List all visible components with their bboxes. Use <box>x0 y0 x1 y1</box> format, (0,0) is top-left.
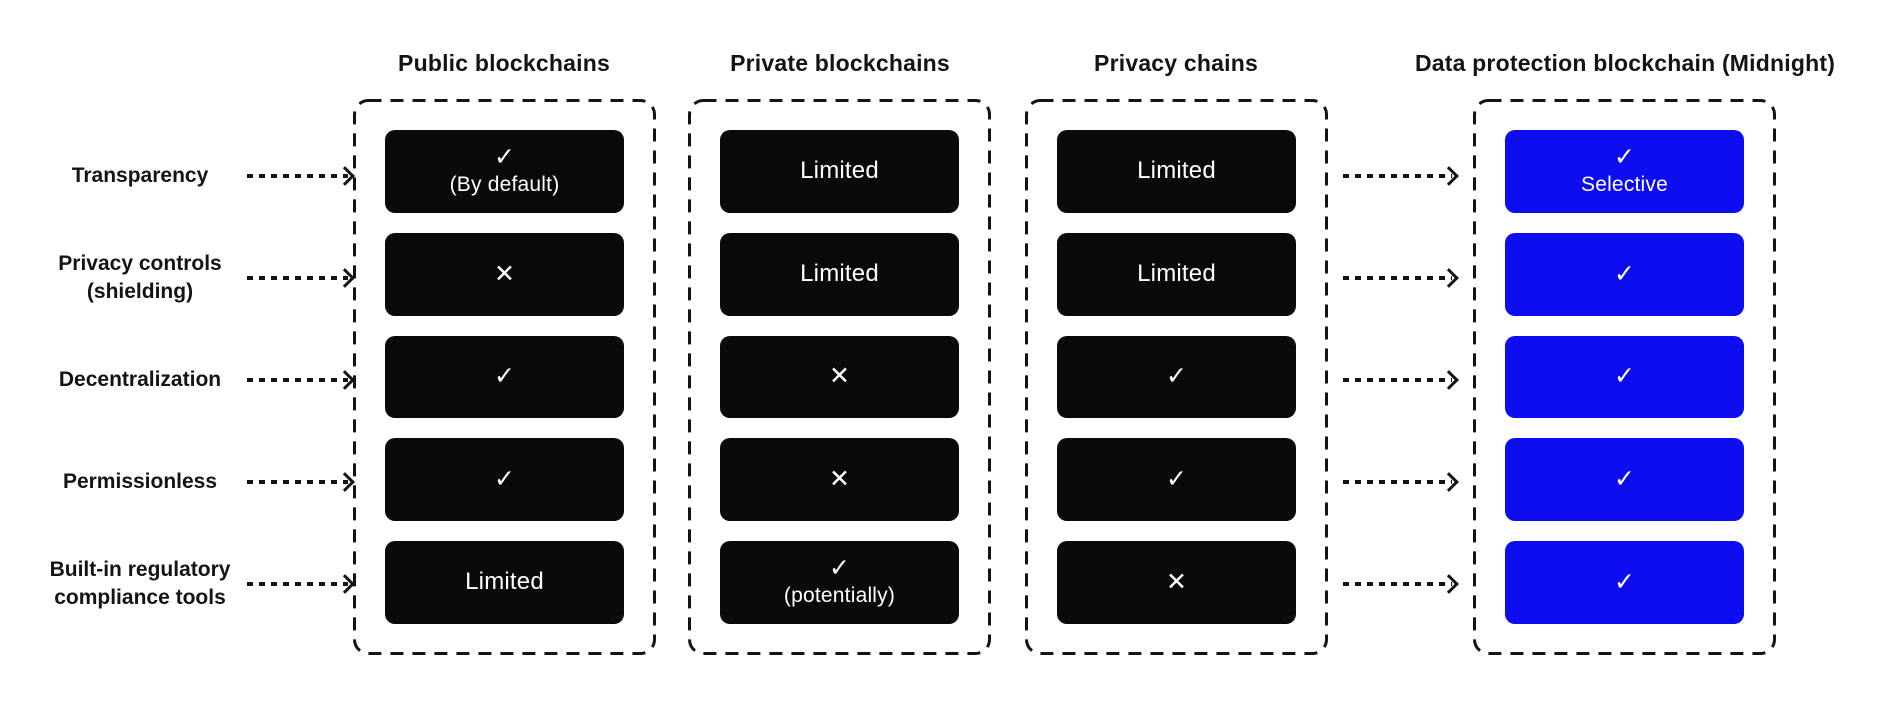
row-label-compliance-tools: Built-in regulatory compliance tools <box>49 558 231 609</box>
matrix-cell: Limited <box>1057 130 1296 213</box>
matrix-cell: Limited <box>720 130 959 213</box>
arrow-right-icon <box>335 472 355 492</box>
matrix-cell: ✓ <box>1505 232 1744 316</box>
cross-icon: ✕ <box>494 259 515 288</box>
arrow-right-icon <box>1439 166 1459 186</box>
dashed-arrow <box>1343 471 1459 493</box>
dashed-arrow <box>1343 573 1459 595</box>
dashed-line <box>1343 582 1452 586</box>
check-icon: ✓ <box>494 465 515 494</box>
matrix-cell: Limited <box>385 541 624 624</box>
matrix-cell: ✕ <box>720 335 959 419</box>
dashed-line <box>1343 378 1452 382</box>
column-box-public: ✓(By default) ✕ ✓ ✓ Limited <box>353 99 656 655</box>
matrix-cell: Limited <box>720 232 959 316</box>
check-icon: ✓ <box>1614 362 1635 391</box>
arrow-right-icon <box>335 574 355 594</box>
cell-label: Limited <box>465 568 544 596</box>
matrix-cell: ✓ <box>385 335 624 419</box>
dashed-line <box>1343 480 1452 484</box>
dashed-line <box>247 174 348 178</box>
dashed-line <box>247 480 348 484</box>
arrow-right-icon <box>335 268 355 288</box>
row-label-permissionless: Permissionless <box>62 470 218 494</box>
dashed-line <box>1343 174 1452 178</box>
check-icon: ✓ <box>1166 465 1187 494</box>
dashed-arrow <box>247 573 355 595</box>
dashed-arrow <box>247 369 355 391</box>
cell-label: (potentially) <box>783 584 896 608</box>
arrow-right-icon <box>1439 574 1459 594</box>
cross-icon: ✕ <box>829 465 850 494</box>
check-icon: ✓ <box>494 362 515 391</box>
dashed-line <box>247 582 348 586</box>
check-icon: ✓ <box>1166 362 1187 391</box>
cell-label: Limited <box>1137 157 1216 184</box>
column-box-midnight: ✓Selective ✓ ✓ ✓ ✓ <box>1473 99 1776 655</box>
arrow-right-icon <box>1439 370 1459 390</box>
cell-label: Limited <box>800 259 879 287</box>
column-title-privacy-chains: Privacy chains <box>1094 50 1258 76</box>
matrix-cell: ✓ <box>1057 335 1296 419</box>
matrix-cell: ✓ <box>385 438 624 522</box>
dashed-arrow <box>247 165 355 187</box>
row-label-decentralization: Decentralization <box>58 368 222 392</box>
check-icon: ✓ <box>1614 259 1635 288</box>
column-title-public: Public blockchains <box>398 50 610 76</box>
cell-label: (By default) <box>449 173 560 197</box>
cross-icon: ✕ <box>1166 568 1187 597</box>
dashed-arrow <box>1343 369 1459 391</box>
dashed-line <box>247 276 348 280</box>
check-icon: ✓ <box>829 554 850 583</box>
matrix-cell: Limited <box>1057 232 1296 316</box>
check-icon: ✓ <box>494 143 515 172</box>
matrix-cell: ✓ <box>1505 541 1744 624</box>
column-title-midnight: Data protection blockchain (Midnight) <box>1414 50 1836 76</box>
cell-label: Selective <box>1580 173 1668 197</box>
matrix-cell: ✕ <box>1057 541 1296 624</box>
check-icon: ✓ <box>1614 465 1635 494</box>
check-icon: ✓ <box>1614 143 1635 172</box>
matrix-cell: ✕ <box>720 438 959 522</box>
matrix-cell: ✓Selective <box>1505 130 1744 213</box>
row-label-transparency: Transparency <box>71 164 209 188</box>
column-box-private: Limited Limited ✕ ✕ ✓(potentially) <box>688 99 991 655</box>
column-box-privacy-chains: Limited Limited ✓ ✓ ✕ <box>1025 99 1328 655</box>
dashed-line <box>247 378 348 382</box>
dashed-arrow <box>1343 267 1459 289</box>
cross-icon: ✕ <box>829 362 850 391</box>
row-label-privacy-controls: Privacy controls (shielding) <box>58 252 222 303</box>
arrow-right-icon <box>1439 472 1459 492</box>
matrix-cell: ✕ <box>385 232 624 316</box>
dashed-line <box>1343 276 1452 280</box>
cell-label: Limited <box>800 157 879 184</box>
dashed-arrow <box>247 267 355 289</box>
arrow-right-icon <box>1439 268 1459 288</box>
column-title-private: Private blockchains <box>730 50 950 76</box>
cell-label: Limited <box>1137 259 1216 287</box>
matrix-cell: ✓ <box>1057 438 1296 522</box>
matrix-cell: ✓ <box>1505 438 1744 522</box>
check-icon: ✓ <box>1614 568 1635 597</box>
dashed-arrow <box>1343 165 1459 187</box>
dashed-arrow <box>247 471 355 493</box>
arrow-right-icon <box>335 370 355 390</box>
matrix-cell: ✓(By default) <box>385 130 624 213</box>
matrix-cell: ✓ <box>1505 335 1744 419</box>
arrow-right-icon <box>335 166 355 186</box>
matrix-cell: ✓(potentially) <box>720 541 959 624</box>
